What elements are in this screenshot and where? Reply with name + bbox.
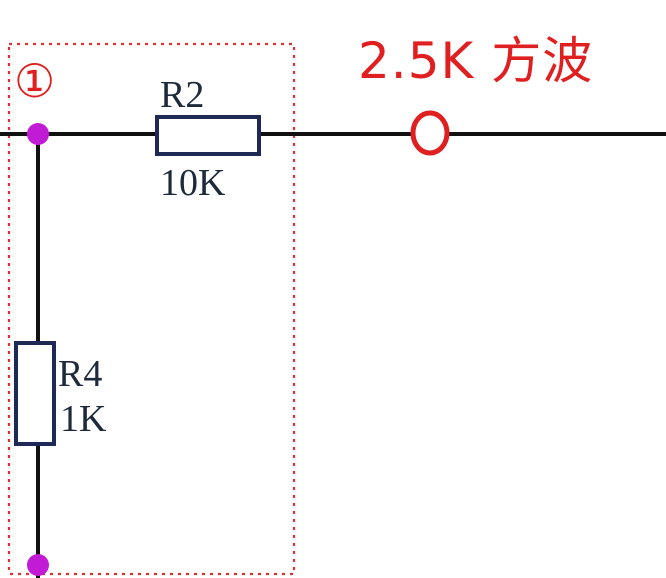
resistor-r2-body: [155, 115, 261, 156]
junction-node-bottom: [27, 554, 49, 576]
r4-value-label: 1K: [60, 398, 107, 440]
junction-node-top: [27, 123, 49, 145]
resistor-r4-body: [14, 341, 56, 446]
r2-name-label: R2: [160, 74, 205, 116]
r2-value-label: 10K: [160, 162, 226, 204]
region-marker-label: ①: [14, 54, 56, 108]
r4-name-label: R4: [58, 353, 103, 395]
output-test-point: [410, 110, 450, 156]
signal-label: 2.5K 方波: [358, 32, 594, 90]
